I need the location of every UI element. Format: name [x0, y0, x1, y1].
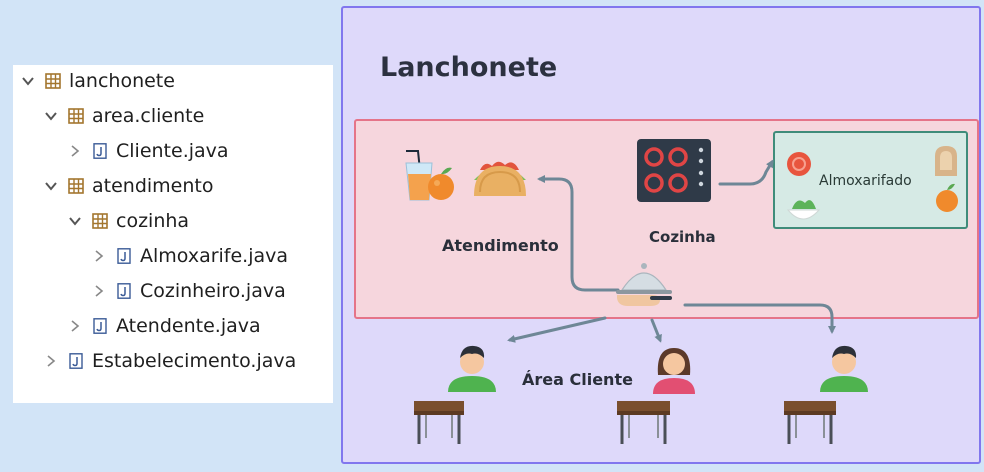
- area-cliente-label: Área Cliente: [522, 370, 633, 389]
- orange-icon: [428, 167, 454, 200]
- arrow-to-customer-right: [683, 303, 836, 334]
- java-file-icon: [68, 353, 84, 369]
- chevron-down-icon[interactable]: [44, 109, 58, 123]
- tree-item-estabelecimento-java[interactable]: Estabelecimento.java: [44, 348, 296, 374]
- chevron-right-icon[interactable]: [44, 354, 58, 368]
- java-file-icon: [116, 248, 132, 264]
- tree-item-label: lanchonete: [69, 70, 175, 92]
- flow-arrows: [507, 159, 836, 343]
- table-icon: [617, 401, 670, 444]
- tree-item-label: Atendente.java: [116, 315, 261, 337]
- chevron-right-icon[interactable]: [92, 284, 106, 298]
- chevron-down-icon[interactable]: [68, 214, 82, 228]
- tree-item-cozinha[interactable]: cozinha: [68, 208, 189, 234]
- tomato-icon: [787, 152, 811, 176]
- diagram-title: Lanchonete: [380, 52, 558, 83]
- arrow-to-customer-left: [507, 316, 607, 343]
- cozinha-label: Cozinha: [649, 228, 716, 246]
- tree-item-label: Estabelecimento.java: [92, 350, 297, 372]
- package-explorer: lanchonete area.cliente Cliente.java ate…: [13, 65, 333, 403]
- tree-item-area-cliente[interactable]: area.cliente: [44, 103, 204, 129]
- chevron-down-icon[interactable]: [21, 74, 35, 88]
- arrow-to-atendimento: [537, 175, 620, 292]
- tree-item-label: cozinha: [116, 210, 190, 232]
- java-file-icon: [92, 318, 108, 334]
- customer-icon: [448, 345, 496, 392]
- java-file-icon: [116, 283, 132, 299]
- package-icon: [68, 178, 84, 194]
- table-icon: [784, 401, 836, 444]
- bread-icon: [935, 146, 957, 176]
- taco-icon: [474, 161, 526, 196]
- chevron-down-icon[interactable]: [44, 179, 58, 193]
- package-icon: [45, 73, 61, 89]
- customer-icon: [820, 345, 868, 392]
- tree-item-label: atendimento: [92, 175, 214, 197]
- orange-icon: [936, 183, 958, 212]
- tree-item-almoxarife-java[interactable]: Almoxarife.java: [92, 243, 288, 269]
- tree-item-cliente-java[interactable]: Cliente.java: [68, 138, 229, 164]
- tree-item-label: Cliente.java: [116, 140, 229, 162]
- chevron-right-icon[interactable]: [68, 144, 82, 158]
- chevron-right-icon[interactable]: [92, 249, 106, 263]
- atendimento-label: Atendimento: [442, 236, 559, 255]
- juice-icon: [405, 150, 433, 201]
- tree-item-label: area.cliente: [92, 105, 205, 127]
- tree-item-atendente-java[interactable]: Atendente.java: [68, 313, 261, 339]
- java-file-icon: [92, 143, 108, 159]
- stove-icon: [637, 139, 711, 202]
- almoxarifado-label: Almoxarifado: [819, 173, 912, 189]
- lettuce-icon: [786, 200, 821, 220]
- package-icon: [68, 108, 84, 124]
- tree-item-label: Almoxarife.java: [140, 245, 289, 267]
- table-icon: [414, 401, 464, 444]
- tree-item-lanchonete[interactable]: lanchonete: [21, 68, 175, 94]
- chevron-right-icon[interactable]: [68, 319, 82, 333]
- arrow-to-customer-middle: [650, 318, 662, 343]
- package-icon: [92, 213, 108, 229]
- serving-tray-icon: [616, 263, 672, 306]
- tree-item-atendimento[interactable]: atendimento: [44, 173, 213, 199]
- tree-item-cozinheiro-java[interactable]: Cozinheiro.java: [92, 278, 286, 304]
- arrow-to-almoxarifado: [718, 159, 774, 186]
- customer-icon: [653, 348, 695, 394]
- tree-item-label: Cozinheiro.java: [140, 280, 286, 302]
